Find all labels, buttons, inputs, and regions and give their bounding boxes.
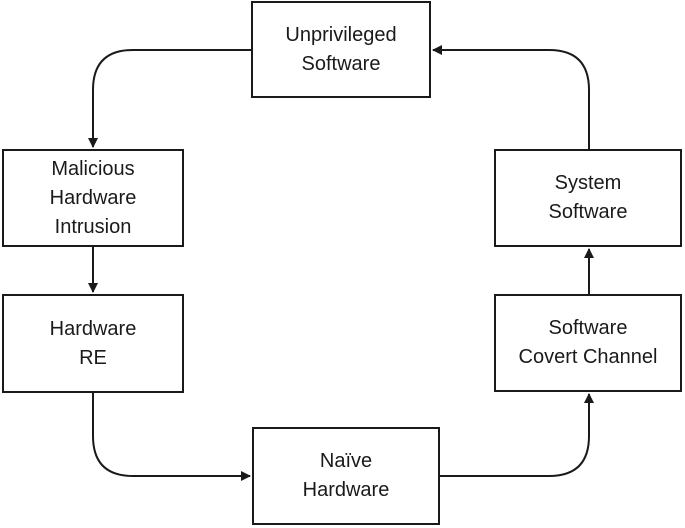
node-software-covert-channel: Software Covert Channel <box>494 294 682 392</box>
node-malicious-hardware-intrusion: Malicious Hardware Intrusion <box>2 149 184 247</box>
edge-system-to-unprivileged <box>432 45 590 149</box>
node-label-line: Unprivileged <box>285 23 397 46</box>
node-label-line: Naïve <box>319 450 373 472</box>
node-label-line: Software <box>548 201 628 223</box>
node-label-line: Software <box>301 52 381 75</box>
node-system-software: System Software <box>494 149 682 247</box>
node-label-line: System <box>554 172 622 194</box>
node-label-line: RE <box>79 346 107 369</box>
node-hardware-re: Hardware RE <box>2 294 184 393</box>
node-label-line: Hardware <box>302 479 390 501</box>
edge-unprivileged-to-malicious <box>88 49 251 148</box>
node-label-line: Covert Channel <box>518 346 658 368</box>
node-label-line: Intrusion <box>54 215 132 238</box>
node-label-line: Hardware <box>49 317 137 340</box>
node-naive-hardware: Naïve Hardware <box>252 427 440 525</box>
edge-naive-to-covert <box>440 393 594 477</box>
node-unprivileged-software: Unprivileged Software <box>251 1 431 98</box>
node-label-line: Hardware <box>49 186 137 209</box>
edge-hardware-re-to-naive <box>92 393 251 481</box>
node-label-line: Malicious <box>51 157 135 180</box>
node-label-line: Software <box>548 317 628 339</box>
